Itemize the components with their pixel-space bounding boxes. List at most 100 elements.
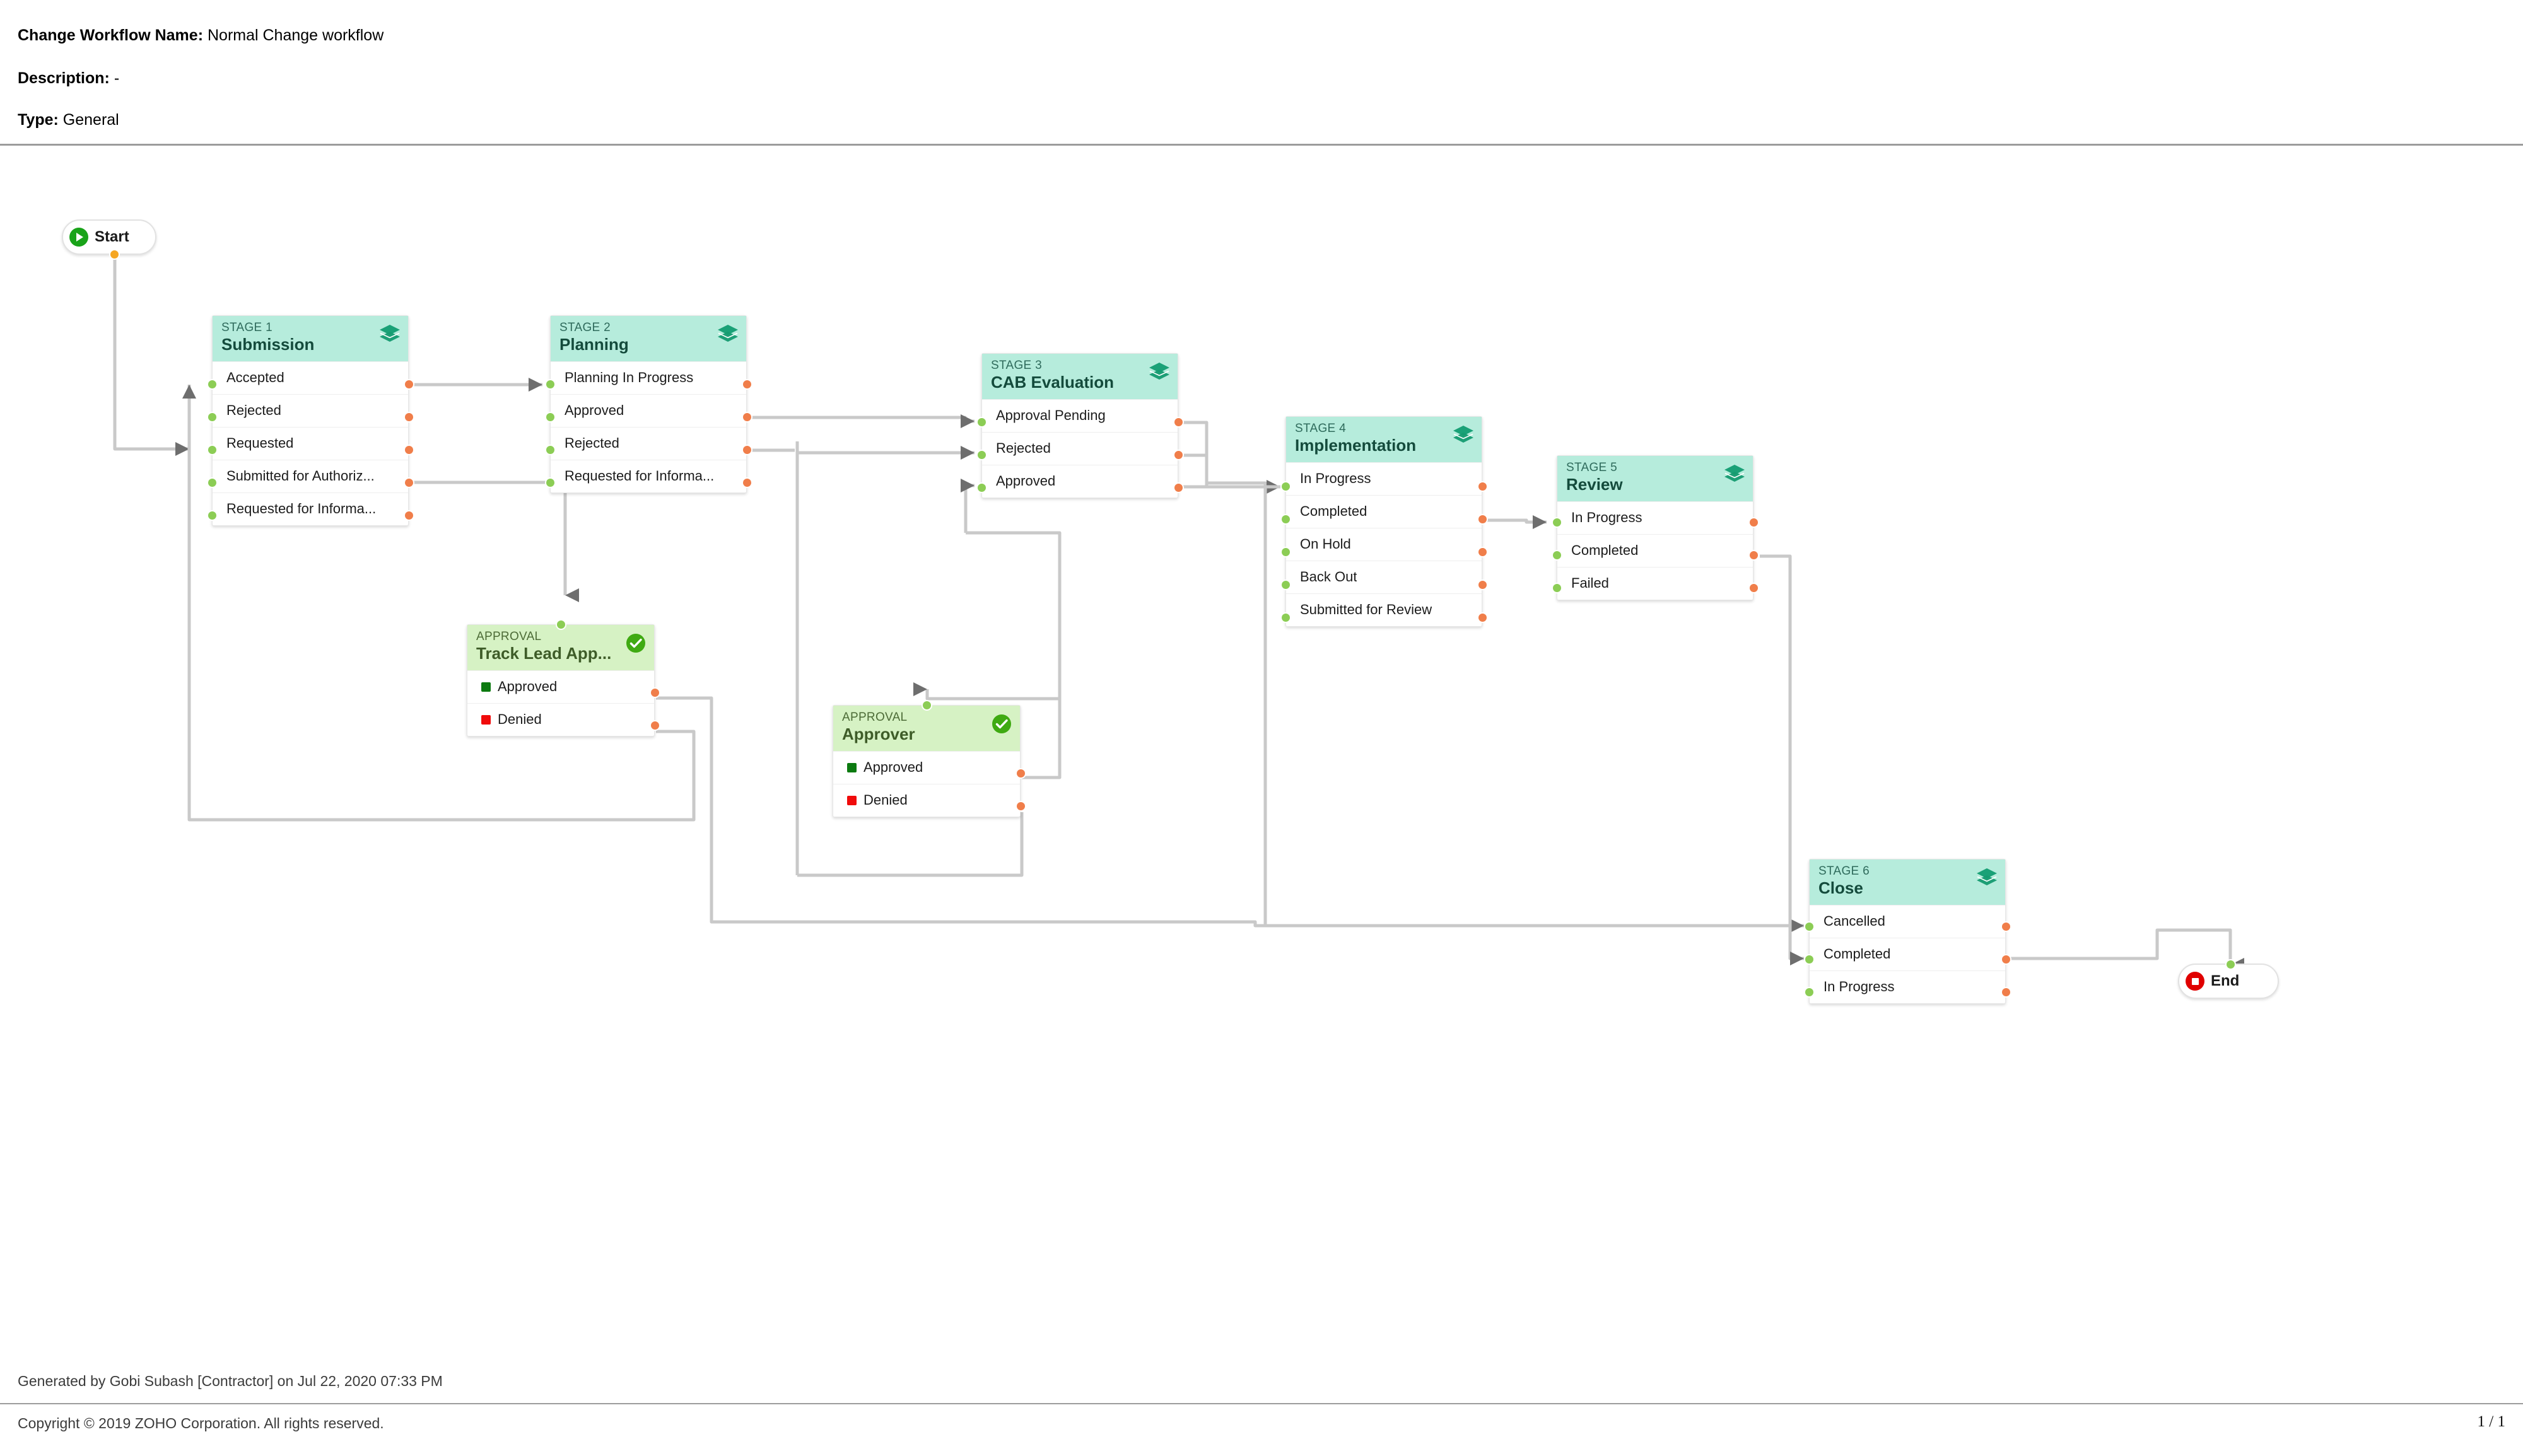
stage2-out-port[interactable]: [742, 477, 752, 488]
stage4-in-port[interactable]: [1280, 514, 1291, 525]
approval1-out-port[interactable]: [650, 687, 660, 698]
stage-status-row[interactable]: Rejected: [551, 426, 746, 460]
stage6-in-port[interactable]: [1804, 987, 1815, 998]
stage1-in-port[interactable]: [207, 379, 218, 390]
stage2-in-port[interactable]: [545, 379, 556, 390]
play-circle-icon: [69, 228, 88, 247]
stage-status-row[interactable]: Requested for Informa...: [213, 492, 408, 525]
stage4-out-port[interactable]: [1477, 612, 1488, 623]
stage-title: Implementation: [1295, 436, 1417, 455]
stage2-in-port[interactable]: [545, 477, 556, 488]
stage1-out-port[interactable]: [404, 445, 414, 455]
stage1-out-port[interactable]: [404, 477, 414, 488]
stage-card-submission[interactable]: STAGE 1 Submission Accepted Rejected Req…: [212, 315, 409, 526]
stage4-in-port[interactable]: [1280, 547, 1291, 557]
start-output-port[interactable]: [109, 249, 120, 260]
stage-status-label: Back Out: [1300, 569, 1357, 585]
stage4-out-port[interactable]: [1477, 514, 1488, 525]
stage5-out-port[interactable]: [1748, 550, 1759, 561]
stage-status-row[interactable]: Requested for Informa...: [551, 459, 746, 492]
stage-status-row[interactable]: Planning In Progress: [551, 361, 746, 394]
stage6-out-port[interactable]: [2001, 954, 2011, 965]
stage-status-row[interactable]: Approved: [982, 464, 1178, 498]
stage-status-row[interactable]: Accepted: [213, 361, 408, 394]
approval-status-row[interactable]: Denied: [467, 702, 654, 736]
stage1-out-port[interactable]: [404, 379, 414, 390]
approval1-in-port[interactable]: [556, 619, 566, 630]
stage-card-review[interactable]: STAGE 5 Review In Progress Completed Fai…: [1557, 455, 1753, 600]
stage5-out-port[interactable]: [1748, 517, 1759, 528]
layers-icon: [1724, 463, 1745, 486]
stage-status-row[interactable]: Completed: [1286, 494, 1482, 528]
approval-card-approver[interactable]: APPROVAL Approver Approved Denied: [833, 705, 1021, 817]
stage1-in-port[interactable]: [207, 510, 218, 521]
stage3-in-port[interactable]: [976, 482, 987, 493]
approval2-out-port[interactable]: [1016, 801, 1026, 812]
stage1-out-port[interactable]: [404, 510, 414, 521]
stage-card-implementation[interactable]: STAGE 4 Implementation In Progress Compl…: [1285, 416, 1482, 627]
approval-status-row[interactable]: Approved: [467, 670, 654, 703]
stage3-in-port[interactable]: [976, 417, 987, 428]
stage-status-row[interactable]: Approved: [551, 393, 746, 427]
stage4-in-port[interactable]: [1280, 612, 1291, 623]
stage-status-row[interactable]: Completed: [1557, 533, 1753, 567]
stage-status-row[interactable]: Completed: [1810, 937, 2005, 970]
stage-kicker: STAGE 2: [559, 321, 611, 334]
stage5-out-port[interactable]: [1748, 583, 1759, 593]
stage5-in-port[interactable]: [1552, 550, 1562, 561]
stage-status-row[interactable]: Submitted for Review: [1286, 593, 1482, 626]
stage1-in-port[interactable]: [207, 445, 218, 455]
stage1-in-port[interactable]: [207, 477, 218, 488]
stage3-in-port[interactable]: [976, 450, 987, 460]
stage-status-row[interactable]: Rejected: [982, 431, 1178, 465]
stage6-in-port[interactable]: [1804, 921, 1815, 932]
stage6-in-port[interactable]: [1804, 954, 1815, 965]
stage3-out-port[interactable]: [1173, 482, 1184, 493]
stage-card-cab-evaluation[interactable]: STAGE 3 CAB Evaluation Approval Pending …: [981, 353, 1178, 498]
stage-status-label: Accepted: [226, 370, 284, 386]
start-node[interactable]: Start: [62, 219, 156, 255]
stage-status-row[interactable]: Back Out: [1286, 560, 1482, 593]
stage3-out-port[interactable]: [1173, 417, 1184, 428]
end-input-port[interactable]: [2225, 959, 2236, 970]
stage-status-row[interactable]: Rejected: [213, 393, 408, 427]
stage2-in-port[interactable]: [545, 445, 556, 455]
stage-status-row[interactable]: Failed: [1557, 566, 1753, 600]
stage1-out-port[interactable]: [404, 412, 414, 422]
stage2-out-port[interactable]: [742, 379, 752, 390]
approval-card-track-lead[interactable]: APPROVAL Track Lead App... Approved Deni…: [467, 624, 655, 737]
stage-status-row[interactable]: Approval Pending: [982, 399, 1178, 432]
approval-status-row[interactable]: Approved: [833, 750, 1020, 784]
stage3-out-port[interactable]: [1173, 450, 1184, 460]
stage2-in-port[interactable]: [545, 412, 556, 422]
stage-status-label: Completed: [1823, 946, 1891, 962]
stage4-in-port[interactable]: [1280, 481, 1291, 492]
approval-status-label: Approved: [498, 678, 558, 695]
stage4-out-port[interactable]: [1477, 547, 1488, 557]
approval2-out-port[interactable]: [1016, 768, 1026, 779]
stage6-out-port[interactable]: [2001, 987, 2011, 998]
stage4-in-port[interactable]: [1280, 579, 1291, 590]
stage2-out-port[interactable]: [742, 445, 752, 455]
stage4-out-port[interactable]: [1477, 481, 1488, 492]
approval-kicker: APPROVAL: [842, 711, 908, 724]
stage2-out-port[interactable]: [742, 412, 752, 422]
stage-card-close[interactable]: STAGE 6 Close Cancelled Completed In Pro…: [1809, 859, 2006, 1004]
stage5-in-port[interactable]: [1552, 583, 1562, 593]
stage-status-row[interactable]: In Progress: [1557, 501, 1753, 534]
stage-card-planning[interactable]: STAGE 2 Planning Planning In Progress Ap…: [550, 315, 747, 493]
stage-title: CAB Evaluation: [991, 373, 1115, 392]
approval-status-row[interactable]: Denied: [833, 783, 1020, 817]
approval2-in-port[interactable]: [922, 700, 932, 711]
stage4-out-port[interactable]: [1477, 579, 1488, 590]
stage-status-row[interactable]: Cancelled: [1810, 904, 2005, 938]
approval1-out-port[interactable]: [650, 720, 660, 731]
stage-status-row[interactable]: In Progress: [1286, 462, 1482, 495]
stage-status-row[interactable]: Requested: [213, 426, 408, 460]
stage-status-row[interactable]: On Hold: [1286, 527, 1482, 561]
stage1-in-port[interactable]: [207, 412, 218, 422]
stage-status-row[interactable]: Submitted for Authoriz...: [213, 459, 408, 492]
stage5-in-port[interactable]: [1552, 517, 1562, 528]
stage-status-row[interactable]: In Progress: [1810, 970, 2005, 1003]
stage6-out-port[interactable]: [2001, 921, 2011, 932]
